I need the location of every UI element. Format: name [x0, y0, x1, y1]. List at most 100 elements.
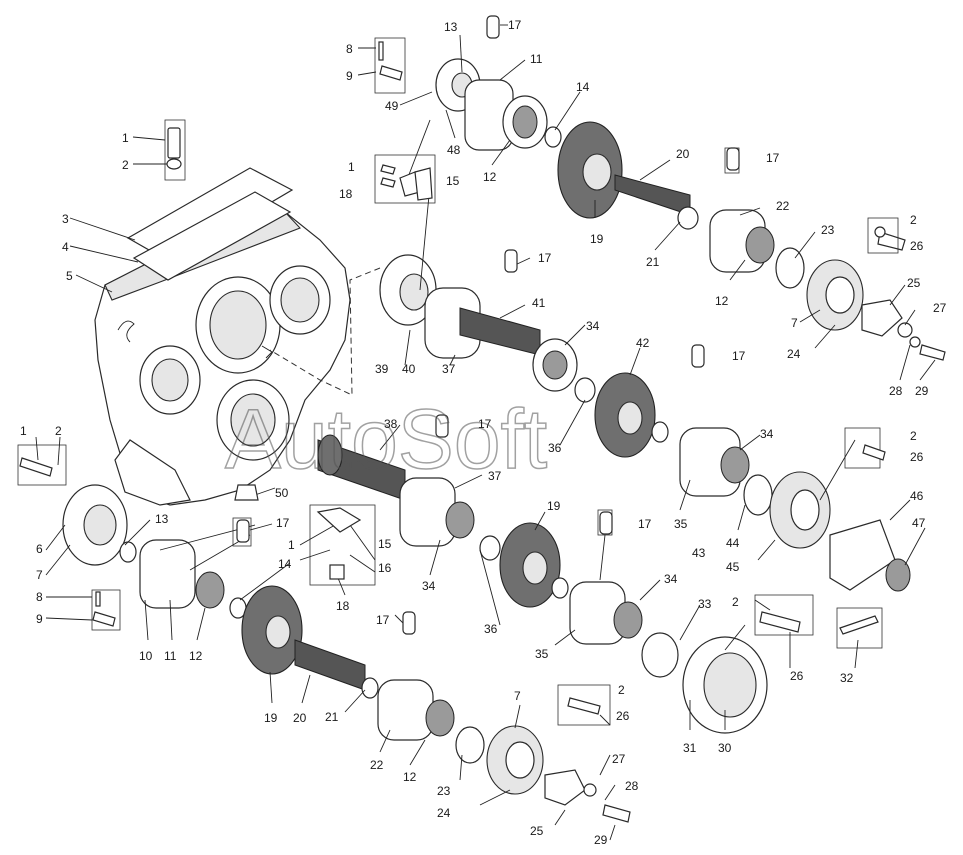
part-label-7: 7 — [791, 316, 798, 330]
part-label-16: 16 — [378, 561, 392, 575]
part-label-1c: 1 — [20, 424, 27, 438]
part-label-6: 6 — [36, 542, 43, 556]
part-label-17b: 17 — [766, 151, 780, 165]
part-label-12d: 12 — [403, 770, 417, 784]
part-label-11: 11 — [530, 52, 543, 66]
part-label-25: 25 — [907, 276, 921, 290]
part-label-49: 49 — [385, 99, 399, 113]
gearbox-housing — [94, 211, 351, 506]
part-label-1b: 1 — [348, 160, 355, 174]
part-label-12: 12 — [483, 170, 497, 184]
part-label-22: 22 — [776, 199, 790, 213]
part-label-34b: 34 — [760, 427, 774, 441]
part-label-28b: 28 — [625, 779, 639, 793]
part-label-32: 32 — [840, 671, 854, 685]
part-label-2f: 2 — [618, 683, 625, 697]
part-label-37: 37 — [442, 362, 456, 376]
part-label-26c: 26 — [790, 669, 804, 683]
part-label-22b: 22 — [370, 758, 384, 772]
part-label-2c: 2 — [55, 424, 62, 438]
part-label-2: 2 — [122, 158, 129, 172]
part-label-18: 18 — [339, 187, 353, 201]
part-label-17e: 17 — [478, 417, 492, 431]
callout-boxes — [17, 37, 899, 726]
part-label-14: 14 — [576, 80, 590, 94]
part-label-8: 8 — [346, 42, 353, 56]
part-label-12c: 12 — [189, 649, 203, 663]
part-label-36b: 36 — [484, 622, 498, 636]
part-label-12b: 12 — [715, 294, 729, 308]
part-label-21: 21 — [646, 255, 660, 269]
part-label-17c: 17 — [538, 251, 552, 265]
part-label-37b: 37 — [488, 469, 502, 483]
part-label-8b: 8 — [36, 590, 43, 604]
part-label-50: 50 — [275, 486, 289, 500]
part-label-25b: 25 — [530, 824, 544, 838]
part-label-39: 39 — [375, 362, 389, 376]
part-label-4: 4 — [62, 240, 69, 254]
part-label-38: 38 — [384, 417, 398, 431]
watermark-text: AutoSoft — [225, 392, 547, 486]
part-label-45: 45 — [726, 560, 740, 574]
part-label-34: 34 — [586, 319, 600, 333]
part-label-29b: 29 — [594, 833, 608, 847]
part-label-42: 42 — [636, 336, 650, 350]
part-label-26d: 26 — [616, 709, 630, 723]
part-label-24b: 24 — [437, 806, 451, 820]
part-number-labels: 1 2 3 4 5 8 9 13 17 11 49 48 14 12 1 18 … — [20, 18, 947, 847]
part-label-2e: 2 — [732, 595, 739, 609]
part-label-2d: 2 — [910, 429, 917, 443]
part-label-17g: 17 — [638, 517, 652, 531]
part-label-48: 48 — [447, 143, 461, 157]
part-label-41: 41 — [532, 296, 546, 310]
top-shaft-assembly — [435, 58, 946, 361]
part-label-29: 29 — [915, 384, 929, 398]
part-label-23b: 23 — [437, 784, 451, 798]
part-label-1: 1 — [122, 131, 129, 145]
part-label-44: 44 — [726, 536, 740, 550]
part-label-15: 15 — [446, 174, 460, 188]
part-label-30: 30 — [718, 741, 732, 755]
part-label-46: 46 — [910, 489, 924, 503]
part-label-17: 17 — [508, 18, 522, 32]
part-label-3: 3 — [62, 212, 69, 226]
part-label-13b: 13 — [155, 512, 169, 526]
part-label-15b: 15 — [378, 537, 392, 551]
part-label-35b: 35 — [535, 647, 549, 661]
part-label-19b: 19 — [547, 499, 561, 513]
part-label-43: 43 — [692, 546, 706, 560]
middle-shaft-assembly — [379, 254, 911, 635]
part-label-9b: 9 — [36, 612, 43, 626]
part-label-19c: 19 — [264, 711, 278, 725]
part-label-34d: 34 — [664, 572, 678, 586]
part-label-17d: 17 — [732, 349, 746, 363]
part-label-17h: 17 — [376, 613, 390, 627]
part-label-35: 35 — [674, 517, 688, 531]
part-label-23: 23 — [821, 223, 835, 237]
part-label-47: 47 — [912, 516, 926, 530]
part-label-17f: 17 — [276, 516, 290, 530]
lower-middle-shaft-assembly — [317, 434, 768, 734]
bottom-shaft-assembly — [62, 484, 631, 823]
top-cover-plate — [126, 167, 294, 281]
part-label-21b: 21 — [325, 710, 339, 724]
part-label-18b: 18 — [336, 599, 350, 613]
part-label-34c: 34 — [422, 579, 436, 593]
part-label-1d: 1 — [288, 538, 295, 552]
part-label-5: 5 — [66, 269, 73, 283]
part-label-33: 33 — [698, 597, 712, 611]
part-label-7c: 7 — [514, 689, 521, 703]
part-label-40: 40 — [402, 362, 416, 376]
part-label-11b: 11 — [164, 649, 177, 663]
part-label-20: 20 — [676, 147, 690, 161]
part-label-36: 36 — [548, 441, 562, 455]
part-label-10: 10 — [139, 649, 153, 663]
part-label-13: 13 — [444, 20, 458, 34]
part-label-19: 19 — [590, 232, 604, 246]
part-label-20b: 20 — [293, 711, 307, 725]
part-label-26: 26 — [910, 239, 924, 253]
part-label-28: 28 — [889, 384, 903, 398]
part-label-14b: 14 — [278, 557, 292, 571]
leader-lines — [35, 24, 936, 841]
